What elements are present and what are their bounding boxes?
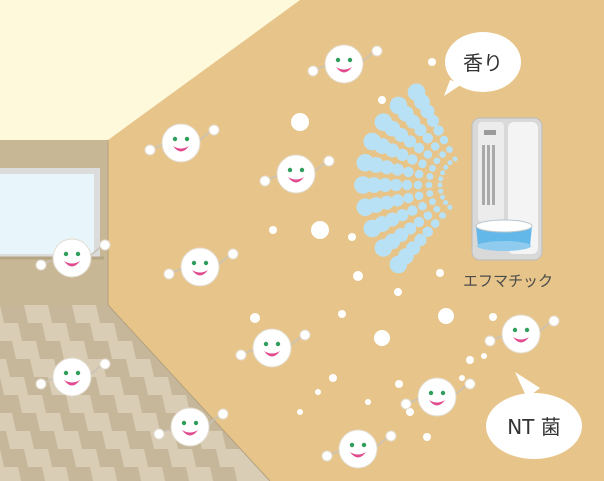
device-name: エフマチック: [463, 272, 553, 290]
aroma-diffuser-icon: [472, 118, 542, 260]
fragrance-label: 香り: [463, 51, 503, 75]
nt-bacteria-label: NT 菌: [507, 415, 561, 439]
